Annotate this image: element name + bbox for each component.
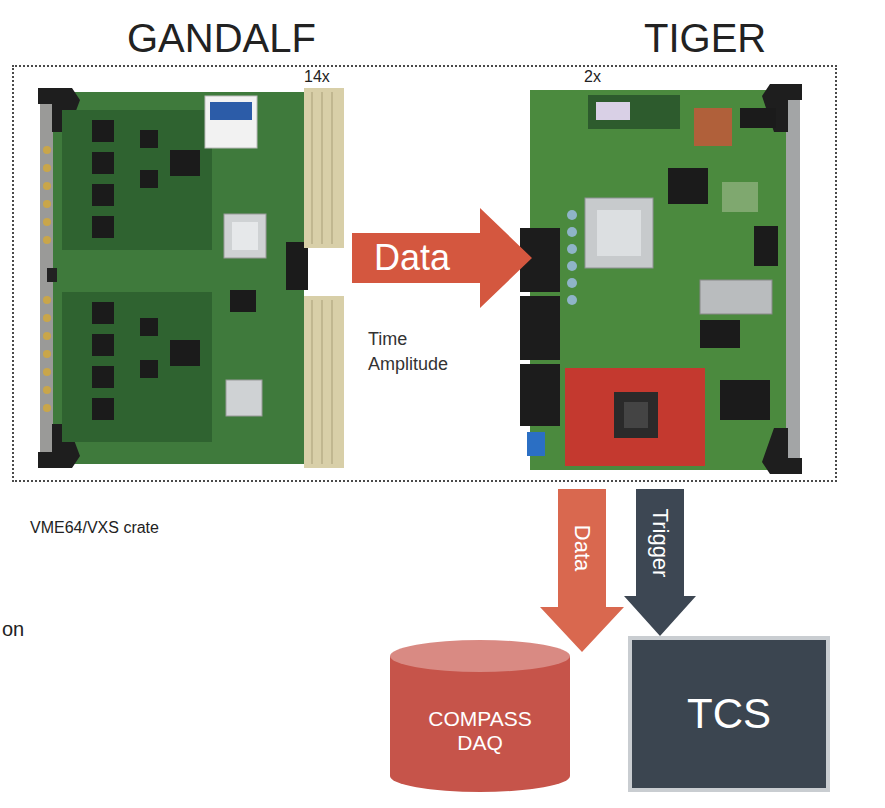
gandalf-module: GANDALF14x: [42, 87, 347, 472]
cylinder-top: [390, 640, 570, 672]
cylinder-body: [390, 656, 570, 792]
signal-name: Time: [368, 330, 407, 350]
module-count: 14x: [304, 68, 330, 86]
arrow-label: Data: [374, 238, 450, 278]
module-count: 2x: [584, 68, 601, 86]
arrow-label: Trigger: [648, 508, 672, 577]
signal-name: Amplitude: [368, 355, 448, 375]
block-arrow: [624, 489, 696, 636]
daq-cylinder: COMPASS DAQ: [390, 640, 570, 792]
daq-label: COMPASS DAQ: [420, 707, 540, 755]
cut-off-text: on: [2, 618, 24, 640]
tcs-box: TCS: [628, 636, 830, 792]
module-title: TIGER: [644, 15, 766, 61]
tcs-label: TCS: [687, 690, 771, 738]
arrow-label: Data: [570, 525, 594, 571]
crate-label: VME64/VXS crate: [30, 519, 159, 537]
tiger-module: TIGER2x: [522, 87, 804, 472]
tiger-board: [520, 84, 802, 474]
module-title: GANDALF: [127, 15, 316, 61]
block-arrow: [540, 489, 624, 652]
gandalf-board: [38, 88, 344, 468]
block-arrow: [352, 208, 532, 308]
